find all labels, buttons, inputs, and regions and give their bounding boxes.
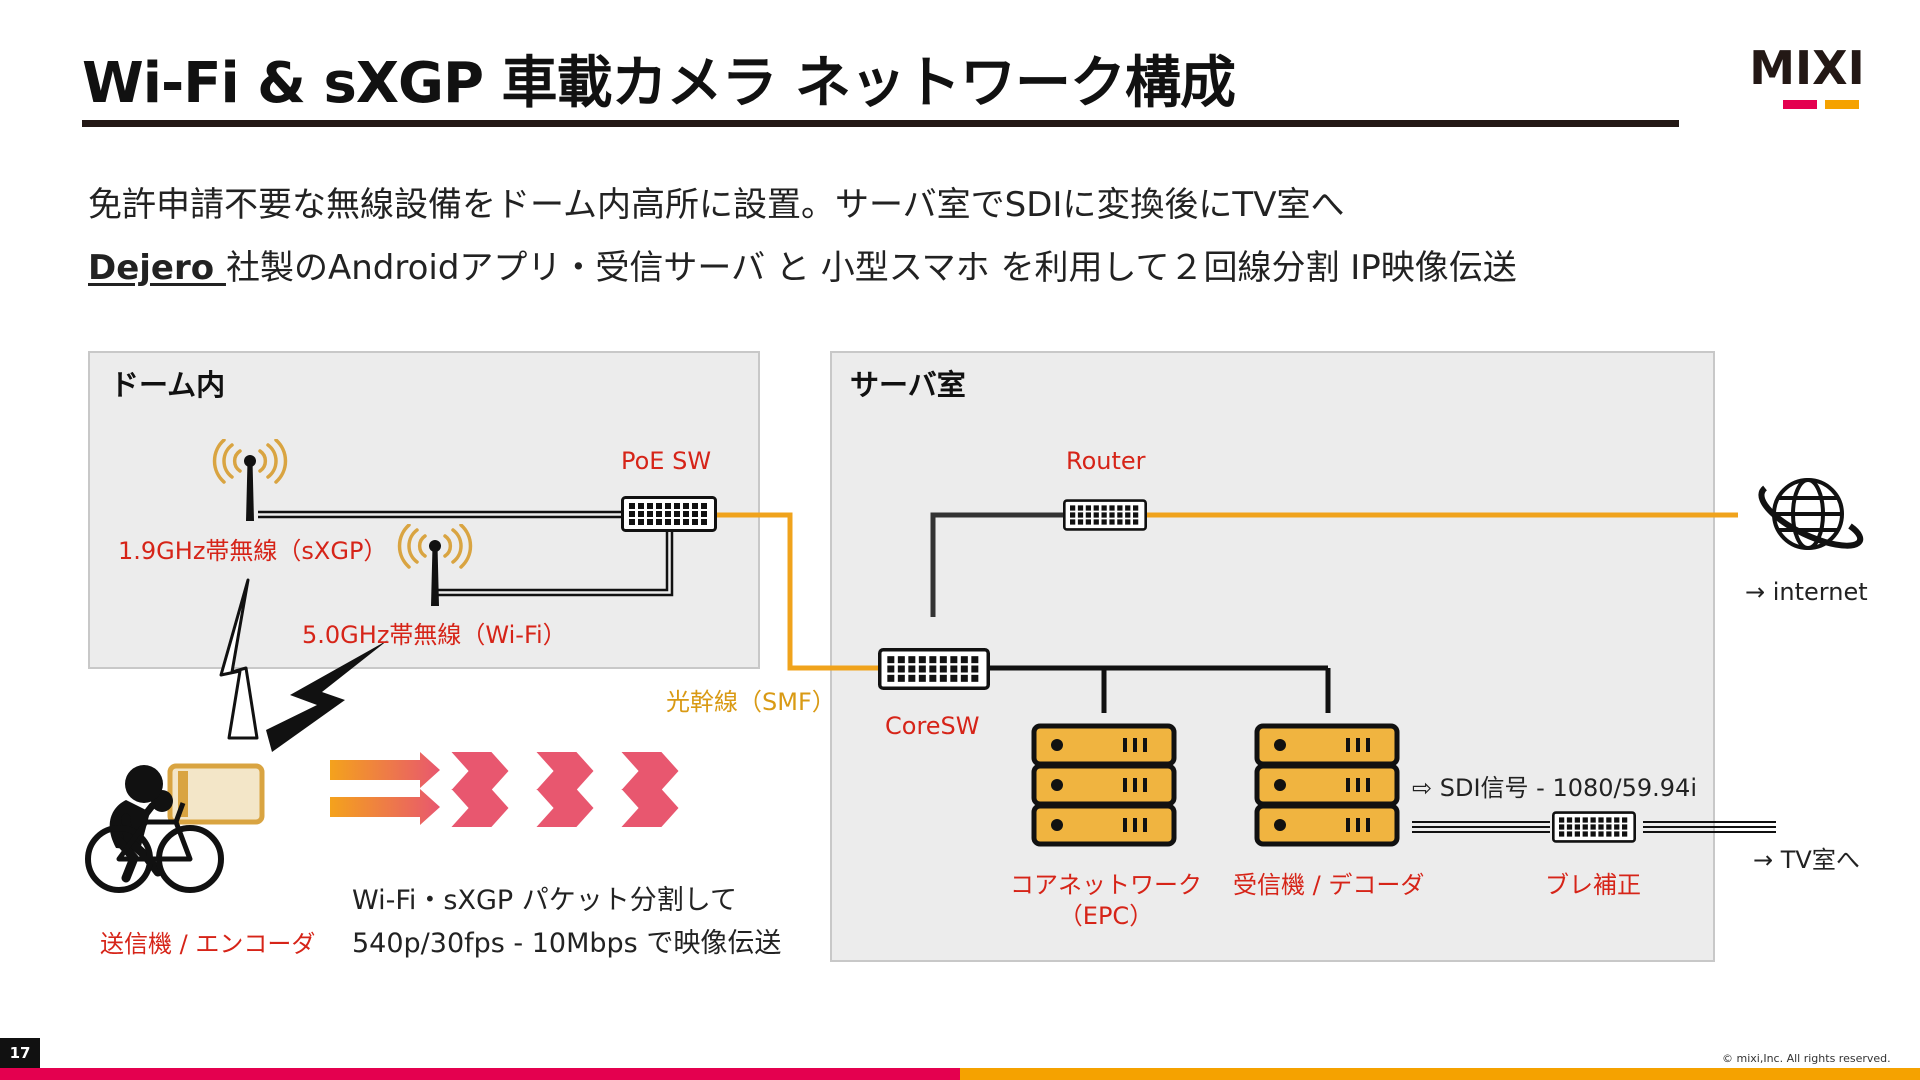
receiver-label: 受信機 / デコーダ xyxy=(1233,871,1425,899)
page-number: 17 xyxy=(0,1038,40,1068)
copyright: © mixi,Inc. All rights reserved. xyxy=(1722,1052,1891,1065)
transmission-note-line-2: 540p/30fps - 10Mbps で映像伝送 xyxy=(352,928,782,959)
antenna-sxgp-icon xyxy=(212,439,288,523)
stabilizer-icon xyxy=(1552,811,1636,843)
antenna-wifi-label: 5.0GHz帯無線（Wi-Fi） xyxy=(302,621,567,649)
subtitle-line-1: 免許申請不要な無線設備をドーム内高所に設置。サーバ室でSDIに変換後にTV室へ xyxy=(88,185,1345,225)
transmitter-label: 送信機 / エンコーダ xyxy=(100,930,316,958)
internet-label: → internet xyxy=(1745,578,1868,606)
footer-bar-red xyxy=(0,1068,960,1080)
epc-server-icon xyxy=(1034,726,1174,844)
sxgp-bolt-icon xyxy=(219,578,259,740)
svg-text:MIXI: MIXI xyxy=(1749,48,1864,95)
antenna-sxgp-label: 1.9GHz帯無線（sXGP） xyxy=(118,537,388,565)
mixi-logo: MIXI xyxy=(1749,48,1865,109)
epc-label-line-1: コアネットワーク xyxy=(1010,871,1202,899)
poe-switch-icon xyxy=(621,496,717,532)
core-switch-icon xyxy=(878,648,990,690)
wifi-bolt-icon xyxy=(266,640,388,752)
router-core-line xyxy=(930,512,1063,617)
receiver-server-icon xyxy=(1257,726,1397,844)
epc-label-line-2: （EPC） xyxy=(1058,902,1154,930)
tv-room-label: → TV室へ xyxy=(1753,846,1860,874)
stabilizer-label: ブレ補正 xyxy=(1545,871,1641,899)
globe-icon xyxy=(1758,478,1864,550)
dome-cables xyxy=(258,510,674,597)
sdi-cables xyxy=(1412,821,1776,833)
poe-switch-label: PoE SW xyxy=(621,447,712,475)
dome-panel-title: ドーム内 xyxy=(110,368,226,402)
core-switch-label: CoreSW xyxy=(885,712,980,740)
slide-title: Wi-Fi & sXGP 車載カメラ ネットワーク構成 xyxy=(82,51,1236,116)
footer-bar-gold xyxy=(960,1068,1920,1080)
sdi-signal-label: ⇨ SDI信号 - 1080/59.94i xyxy=(1412,774,1697,802)
fiber-label: 光幹線（SMF） xyxy=(666,688,836,716)
dejero-link[interactable]: Dejero xyxy=(88,248,226,288)
transmission-note-line-1: Wi-Fi・sXGP パケット分割して xyxy=(352,885,737,916)
router-icon xyxy=(1063,499,1147,531)
title-underline xyxy=(82,120,1679,127)
stream-arrows xyxy=(330,752,679,827)
fiber-line xyxy=(716,512,878,671)
cyclist-icon xyxy=(85,763,265,893)
subtitle-line-2: Dejero 社製のAndroidアプリ・受信サーバ と 小型スマホ を利用して… xyxy=(88,240,1517,289)
router-label: Router xyxy=(1066,447,1146,475)
subtitle-line-2-text: 社製のAndroidアプリ・受信サーバ と 小型スマホ を利用して２回線分割 I… xyxy=(225,248,1517,288)
server-panel-title: サーバ室 xyxy=(850,368,966,402)
